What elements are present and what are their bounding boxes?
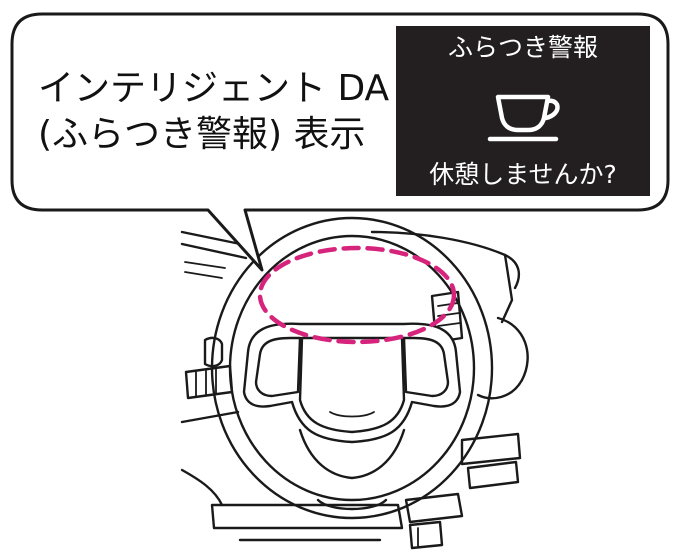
dashboard-illustration bbox=[180, 216, 529, 550]
multi-info-display bbox=[396, 26, 650, 196]
callout-title-line1: インテリジェント DA bbox=[38, 68, 390, 109]
display-title: ふらつき警報 bbox=[448, 33, 598, 62]
meter-highlight-oval bbox=[257, 245, 457, 345]
display-message: 休憩しませんか? bbox=[429, 160, 617, 189]
coffee-cup-icon bbox=[487, 94, 560, 142]
callout-title-line2: (ふらつき警報) 表示 bbox=[38, 114, 366, 155]
